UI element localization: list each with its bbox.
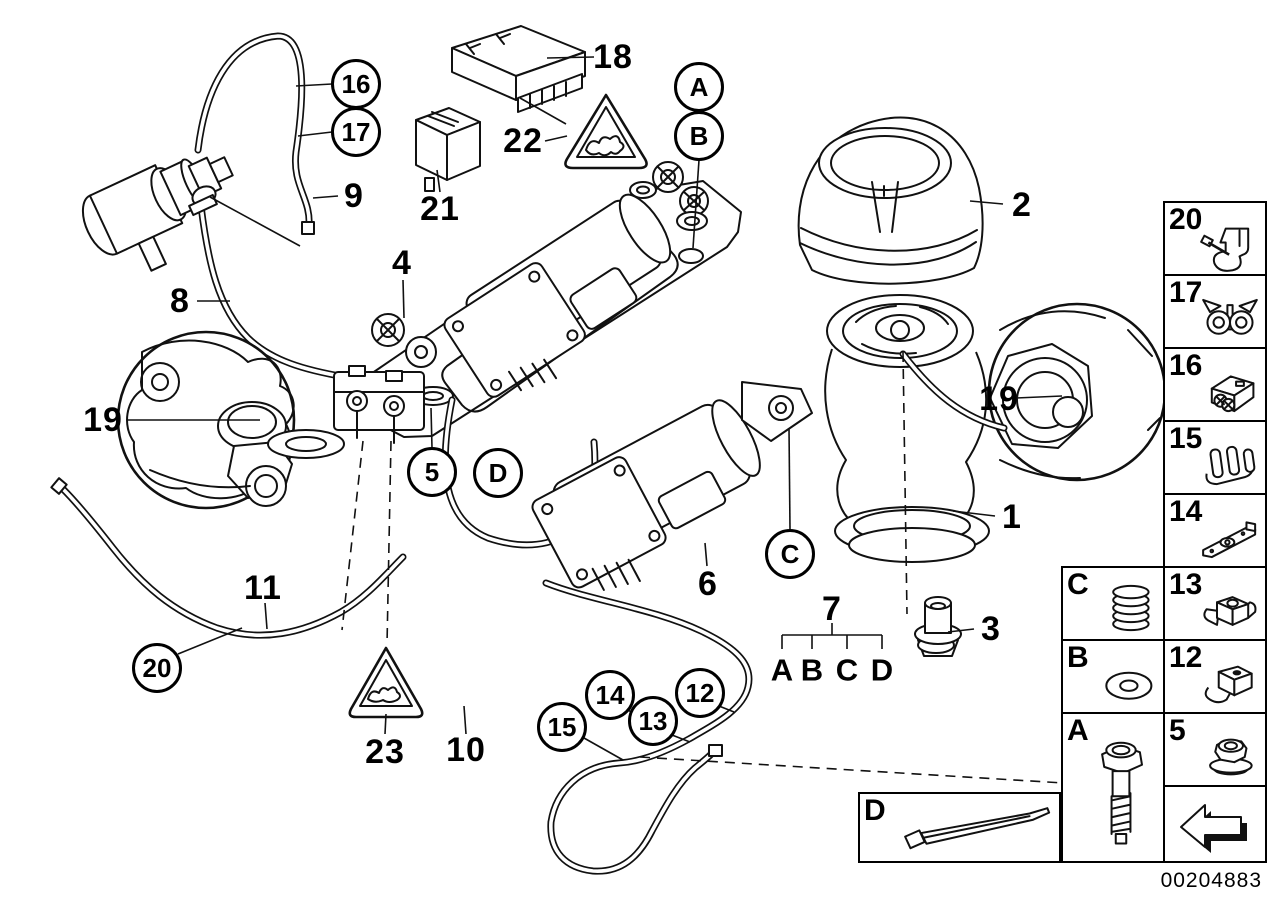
callout-9[interactable]: 9 (344, 177, 364, 215)
callout-18[interactable]: 18 (593, 38, 633, 76)
warning-triangle-22 (565, 95, 646, 168)
hose-10 (546, 583, 749, 871)
callout-4[interactable]: 4 (392, 244, 412, 282)
legend-bracket (782, 623, 882, 649)
callout-D-circle[interactable]: D (473, 448, 523, 498)
callout-13-circle[interactable]: 13 (628, 696, 678, 746)
callout-19-right[interactable]: 19 (979, 380, 1019, 418)
compressor-top (438, 187, 701, 414)
zoom-circle-right (989, 304, 1165, 480)
flange-nut-icon (1197, 731, 1263, 783)
sidebar-cell-14[interactable]: 14 (1163, 493, 1267, 568)
hose-11 (51, 478, 403, 635)
air-spring (825, 295, 989, 562)
callout-14-circle[interactable]: 14 (585, 670, 635, 720)
hose-8 (189, 183, 428, 393)
legend-letter-a: A (770, 652, 794, 688)
callout-2[interactable]: 2 (1012, 186, 1032, 224)
control-unit (452, 26, 585, 112)
callout-12-circle[interactable]: 12 (675, 668, 725, 718)
callout-20-circle[interactable]: 20 (132, 643, 182, 693)
tube-clamp-icon (1197, 293, 1263, 345)
callout-17-circle[interactable]: 17 (331, 107, 381, 157)
callout-21[interactable]: 21 (420, 190, 460, 228)
valve-block (334, 366, 424, 443)
callout-22[interactable]: 22 (503, 122, 543, 160)
valve-part (75, 137, 255, 288)
sidebar-cell-17[interactable]: 17 (1163, 274, 1267, 349)
sidebar-cell-A[interactable]: A (1061, 712, 1165, 863)
washer-icon (1095, 658, 1161, 710)
coil-spring-icon (1099, 579, 1161, 637)
sidebar-cell-D[interactable]: D (858, 792, 1061, 863)
sidebar-cell-13[interactable]: 13 (1163, 566, 1267, 641)
cage-nut-icon (1197, 658, 1263, 710)
callout-5-circle[interactable]: 5 (407, 447, 457, 497)
cable-tie-icon (898, 802, 1058, 857)
back-arrow-icon (1175, 793, 1247, 853)
sidebar-cell-20[interactable]: 20 (1163, 201, 1267, 276)
warning-triangle-23 (350, 648, 422, 717)
hook-clip-icon (1197, 220, 1263, 272)
air-line-19 (903, 354, 1004, 428)
legend-letter-d: D (870, 652, 894, 688)
connector-housing-icon (1197, 366, 1263, 418)
hose-16-17 (198, 36, 314, 234)
image-code: 00204883 (1160, 869, 1262, 892)
bracket-strip-icon (1197, 512, 1263, 564)
sidebar-cell-5[interactable]: 5 (1163, 712, 1267, 787)
callout-10[interactable]: 10 (446, 731, 486, 769)
clamp-nut-icon (1197, 585, 1263, 637)
sidebar-cell-16[interactable]: 16 (1163, 347, 1267, 422)
relay (416, 108, 480, 191)
callout-15-circle[interactable]: 15 (537, 702, 587, 752)
compressor-lower (527, 382, 812, 610)
legend-letter-c: C (835, 652, 859, 688)
callout-A-circle[interactable]: A (674, 62, 724, 112)
callout-11[interactable]: 11 (244, 569, 282, 607)
sidebar-cell-15[interactable]: 15 (1163, 420, 1267, 495)
callout-1[interactable]: 1 (1002, 498, 1022, 536)
line-clamp-icon (1197, 439, 1263, 491)
sidebar-cell-C[interactable]: C (1061, 566, 1165, 641)
sidebar-cell-B[interactable]: B (1061, 639, 1165, 714)
leader-lines (127, 57, 1062, 760)
bolt-icon (1079, 727, 1163, 855)
sidebar-cell-12[interactable]: 12 (1163, 639, 1267, 714)
callout-23[interactable]: 23 (365, 733, 405, 771)
callout-C-circle[interactable]: C (765, 529, 815, 579)
sidebar-cell-nav[interactable] (1163, 785, 1267, 863)
callout-3[interactable]: 3 (981, 610, 1001, 648)
callout-19-left[interactable]: 19 (83, 401, 123, 439)
buffer-stop (915, 597, 961, 656)
callout-8[interactable]: 8 (170, 282, 190, 320)
callout-B-circle[interactable]: B (674, 111, 724, 161)
callout-6[interactable]: 6 (698, 565, 718, 603)
legend-letter-b: B (800, 652, 824, 688)
dust-cover (799, 117, 983, 283)
callout-7[interactable]: 7 (822, 590, 842, 628)
callout-16-circle[interactable]: 16 (331, 59, 381, 109)
